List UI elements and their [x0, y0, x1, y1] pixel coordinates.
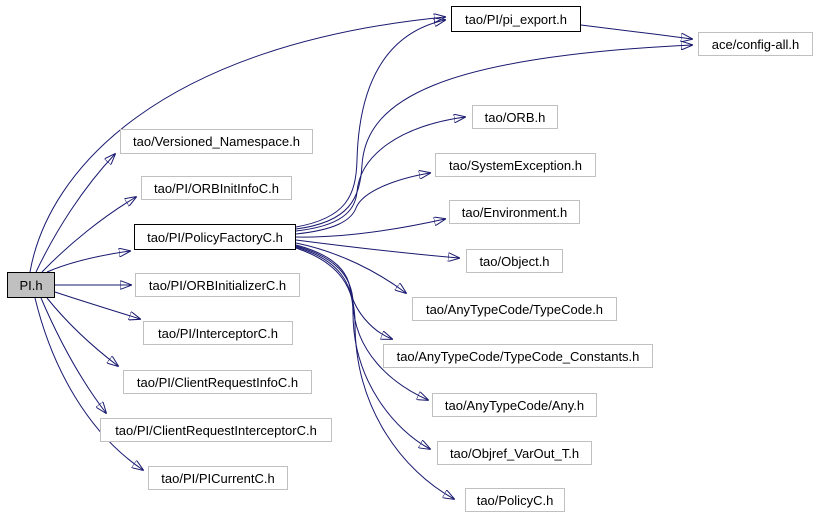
node-interceptorc: tao/PI/InterceptorC.h	[143, 321, 293, 345]
node-orbinitializerc: tao/PI/ORBInitializerC.h	[135, 273, 300, 297]
node-orb: tao/ORB.h	[472, 105, 558, 129]
node-pi-h: PI.h	[7, 272, 55, 298]
node-picurrentc: tao/PI/PICurrentC.h	[148, 466, 288, 490]
node-typecode-constants: tao/AnyTypeCode/TypeCode_Constants.h	[383, 344, 653, 368]
node-policyc: tao/PolicyC.h	[465, 488, 565, 512]
node-policyfactoryc[interactable]: tao/PI/PolicyFactoryC.h	[134, 224, 296, 250]
node-typecode: tao/AnyTypeCode/TypeCode.h	[412, 297, 617, 321]
edge-pi-h-to-versioned-namespace	[35, 154, 115, 273]
edge-policyfactoryc-to-object	[295, 239, 459, 258]
node-clientrequestinterceptorc: tao/PI/ClientRequestInterceptorC.h	[100, 418, 332, 442]
edge-pi-h-to-pi-export	[29, 17, 445, 273]
edge-policyfactoryc-to-config-all	[295, 45, 692, 230]
edge-policyfactoryc-to-objref-varout	[295, 246, 430, 449]
node-environment: tao/Environment.h	[449, 200, 580, 224]
node-versioned-namespace: tao/Versioned_Namespace.h	[120, 129, 313, 154]
node-any: tao/AnyTypeCode/Any.h	[432, 393, 597, 417]
edge-pi-h-to-policyfactoryc	[46, 251, 130, 273]
node-orbinitinfoc: tao/PI/ORBInitInfoC.h	[141, 176, 292, 200]
node-config-all: ace/config-all.h	[698, 32, 813, 56]
node-objref-varout: tao/Objref_VarOut_T.h	[437, 441, 592, 465]
edge-pi-h-to-interceptorc	[54, 291, 140, 319]
edge-pi-h-to-picurrentc	[34, 297, 143, 470]
node-object: tao/Object.h	[466, 249, 563, 273]
node-pi-export[interactable]: tao/PI/pi_export.h	[451, 6, 581, 32]
edge-policyfactoryc-to-pi-export	[295, 20, 445, 228]
node-systemexception: tao/SystemException.h	[435, 153, 596, 177]
edge-pi-export-to-config-all	[580, 24, 692, 39]
edge-policyfactoryc-to-orb	[295, 117, 465, 232]
node-clientrequestinfoc: tao/PI/ClientRequestInfoC.h	[123, 370, 312, 394]
edge-pi-h-to-clientrequestinterceptorc	[40, 297, 106, 413]
edge-policyfactoryc-to-typecode	[295, 242, 406, 293]
edge-pi-h-to-clientrequestinfoc	[46, 297, 118, 366]
edge-pi-h-to-orbinitinfoc	[41, 197, 136, 273]
edge-policyfactoryc-to-typecode-constants	[295, 244, 392, 339]
edge-policyfactoryc-to-environment	[295, 219, 445, 238]
edge-policyfactoryc-to-policyc	[295, 247, 454, 499]
edge-policyfactoryc-to-systemexception	[295, 173, 430, 235]
